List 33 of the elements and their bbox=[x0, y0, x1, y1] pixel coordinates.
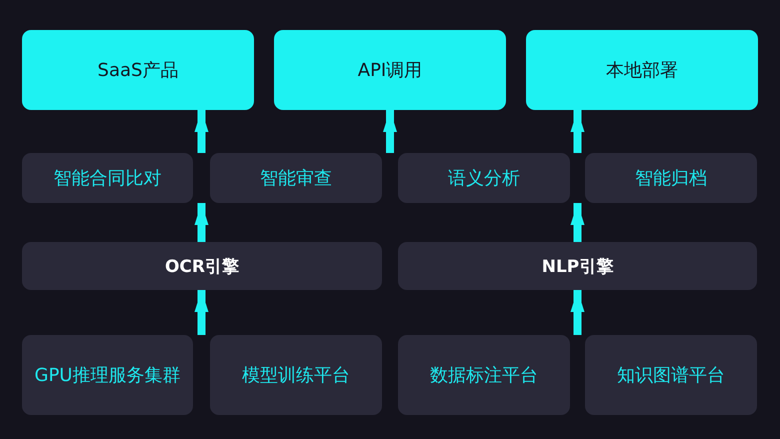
node-label: 本地部署 bbox=[606, 59, 678, 82]
node-label: NLP引擎 bbox=[542, 256, 614, 278]
node-label: 智能合同比对 bbox=[54, 167, 162, 190]
feature-box bbox=[210, 153, 382, 203]
feature-box bbox=[22, 153, 193, 203]
feature-box bbox=[210, 335, 382, 415]
node-label: API调用 bbox=[358, 59, 422, 82]
output-box bbox=[526, 30, 758, 110]
engine-box bbox=[398, 242, 757, 290]
up-arrow bbox=[570, 110, 584, 153]
node-label: 模型训练平台 bbox=[242, 364, 350, 387]
feature-box bbox=[585, 153, 757, 203]
output-box bbox=[22, 30, 254, 110]
node-label: 知识图谱平台 bbox=[617, 364, 725, 387]
node-label: OCR引擎 bbox=[164, 256, 240, 278]
feature-box bbox=[585, 335, 757, 415]
output-box bbox=[274, 30, 506, 110]
node-label: 智能归档 bbox=[635, 167, 707, 190]
up-arrow bbox=[570, 290, 584, 335]
feature-box bbox=[398, 335, 570, 415]
engine-box bbox=[22, 242, 382, 290]
feature-box bbox=[398, 153, 570, 203]
up-arrow bbox=[383, 110, 397, 153]
up-arrow bbox=[194, 110, 208, 153]
node-label: SaaS产品 bbox=[98, 59, 178, 82]
node-label: GPU推理服务集群 bbox=[34, 364, 180, 387]
up-arrow bbox=[194, 203, 208, 242]
node-label: 数据标注平台 bbox=[430, 364, 538, 387]
feature-box bbox=[22, 335, 193, 415]
up-arrow bbox=[194, 290, 208, 335]
up-arrow bbox=[570, 203, 584, 242]
node-label: 智能审查 bbox=[260, 167, 332, 190]
node-label: 语义分析 bbox=[448, 167, 520, 190]
